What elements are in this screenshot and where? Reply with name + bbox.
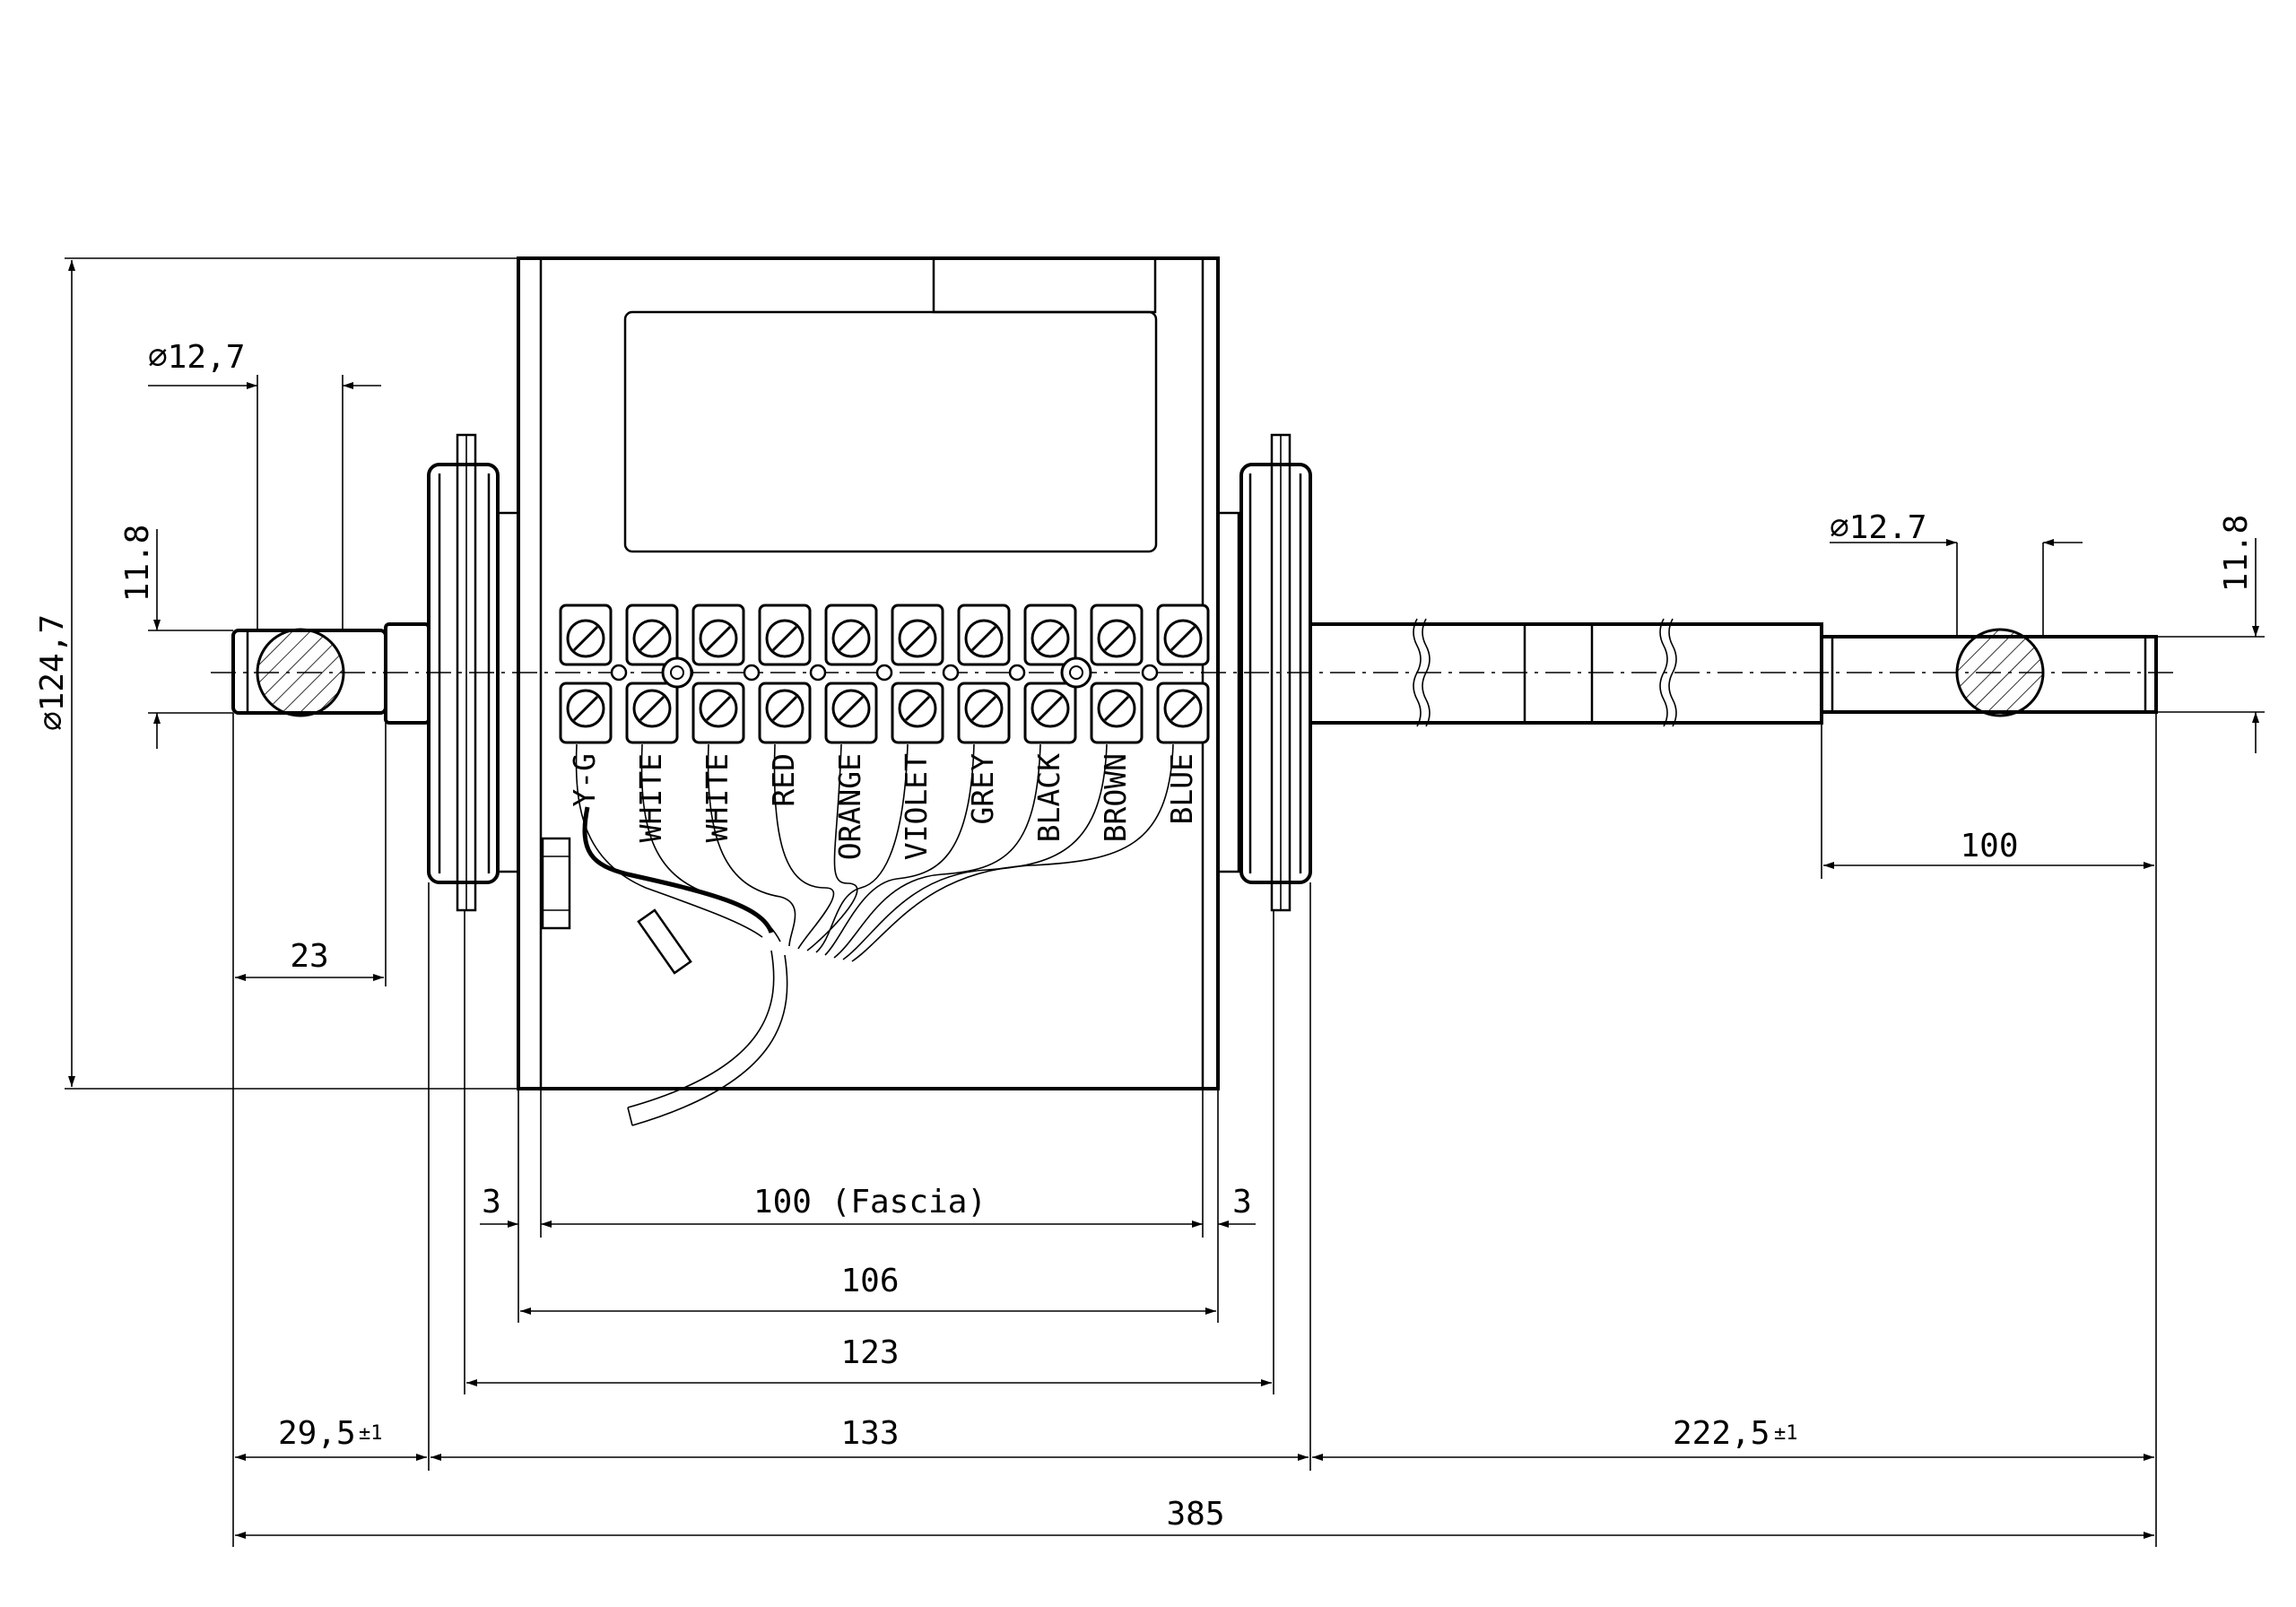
dim-right-shaft-length: 100 xyxy=(1960,828,2018,864)
wire-bundle xyxy=(541,743,1174,1126)
terminal xyxy=(559,604,613,744)
terminal xyxy=(1023,604,1077,744)
wire-label: BLUE xyxy=(1164,753,1199,824)
dim-overall-diameter: ∅124,7 xyxy=(34,614,71,731)
wire-label: ORANGE xyxy=(832,753,867,860)
dim-left-shaft-length: 23 xyxy=(290,938,328,975)
dim-left-diameter: ∅12,7 xyxy=(148,339,245,376)
wire-label: RED xyxy=(766,753,801,807)
wire-label: BROWN xyxy=(1098,753,1133,842)
right-flange xyxy=(1239,433,1312,912)
dim-133: 133 xyxy=(840,1415,899,1452)
terminal xyxy=(1156,604,1210,744)
wire-label: WHITE xyxy=(633,753,668,842)
terminal xyxy=(891,604,944,744)
dim-fascia: 100 (Fascia) xyxy=(753,1184,987,1220)
wire-label: Y-G xyxy=(567,753,602,807)
terminal xyxy=(1090,604,1144,744)
left-shaft xyxy=(231,622,430,725)
dim-left-extension: 29,5 xyxy=(278,1415,356,1452)
wire-labels: Y-G WHITE WHITE RED ORANGE VIOLET GREY BLACK BRO… xyxy=(567,753,1199,860)
wire-label: VIOLET xyxy=(899,753,934,860)
dim-right-diameter: ∅12.7 xyxy=(1830,509,1926,546)
wire-label: BLACK xyxy=(1031,753,1066,842)
terminal xyxy=(691,604,745,744)
earth-icon xyxy=(661,656,693,689)
dim-right-extension: 222,5 xyxy=(1673,1415,1770,1452)
dim-right-flat: 11.8 xyxy=(2218,515,2255,593)
wire-label: WHITE xyxy=(700,753,735,842)
dim-left-tolerance: ±1 xyxy=(359,1422,383,1445)
terminal xyxy=(957,604,1011,744)
dimension-labels: ∅12,7 ∅12.7 11.8 11.8 ∅124,7 23 100 3 3 … xyxy=(34,339,2255,1533)
earth-icon xyxy=(1060,656,1092,689)
wire-label: GREY xyxy=(965,753,1000,825)
terminal-block xyxy=(559,604,1210,744)
dimension-lines xyxy=(65,257,2265,1547)
motor-body xyxy=(496,256,1240,1090)
dim-106: 106 xyxy=(840,1263,899,1299)
dim-left-flat: 11.8 xyxy=(119,525,156,603)
dim-overall-length: 385 xyxy=(1166,1496,1224,1533)
dim-gap-right: 3 xyxy=(1232,1184,1252,1220)
terminal xyxy=(824,604,878,744)
dim-right-tolerance: ±1 xyxy=(1774,1422,1798,1445)
dim-gap-left: 3 xyxy=(482,1184,501,1220)
terminal xyxy=(758,604,812,744)
dim-123: 123 xyxy=(840,1334,899,1371)
terminal xyxy=(625,604,679,744)
